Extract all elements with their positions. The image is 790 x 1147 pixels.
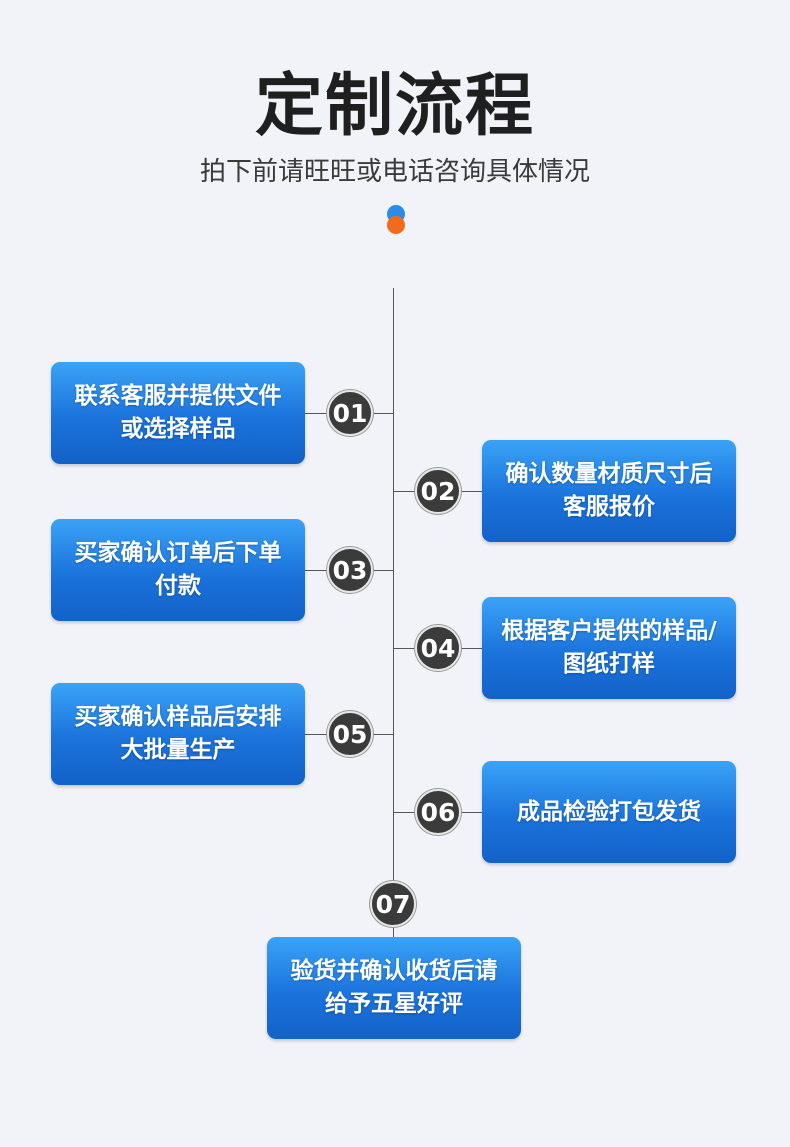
step-box-05: 买家确认样品后安排大批量生产 bbox=[51, 683, 305, 785]
step-number-06: 06 bbox=[415, 789, 461, 835]
decor-dot-orange bbox=[387, 216, 405, 234]
page-title: 定制流程 bbox=[254, 67, 535, 146]
step-box-04: 根据客户提供的样品/图纸打样 bbox=[482, 597, 736, 699]
page-subtitle: 拍下前请旺旺或电话咨询具体情况 bbox=[199, 157, 590, 187]
step-number-05: 05 bbox=[327, 711, 373, 757]
step-number-01: 01 bbox=[327, 390, 373, 436]
step-box-07: 验货并确认收货后请给予五星好评 bbox=[267, 937, 521, 1039]
step-box-06: 成品检验打包发货 bbox=[482, 761, 736, 863]
step-number-02: 02 bbox=[415, 468, 461, 514]
step-box-02: 确认数量材质尺寸后客服报价 bbox=[482, 440, 736, 542]
timeline-axis bbox=[393, 288, 394, 938]
step-box-03: 买家确认订单后下单付款 bbox=[51, 519, 305, 621]
step-number-04: 04 bbox=[415, 625, 461, 671]
step-box-01: 联系客服并提供文件或选择样品 bbox=[51, 362, 305, 464]
step-number-07: 07 bbox=[370, 881, 416, 927]
step-number-03: 03 bbox=[327, 547, 373, 593]
